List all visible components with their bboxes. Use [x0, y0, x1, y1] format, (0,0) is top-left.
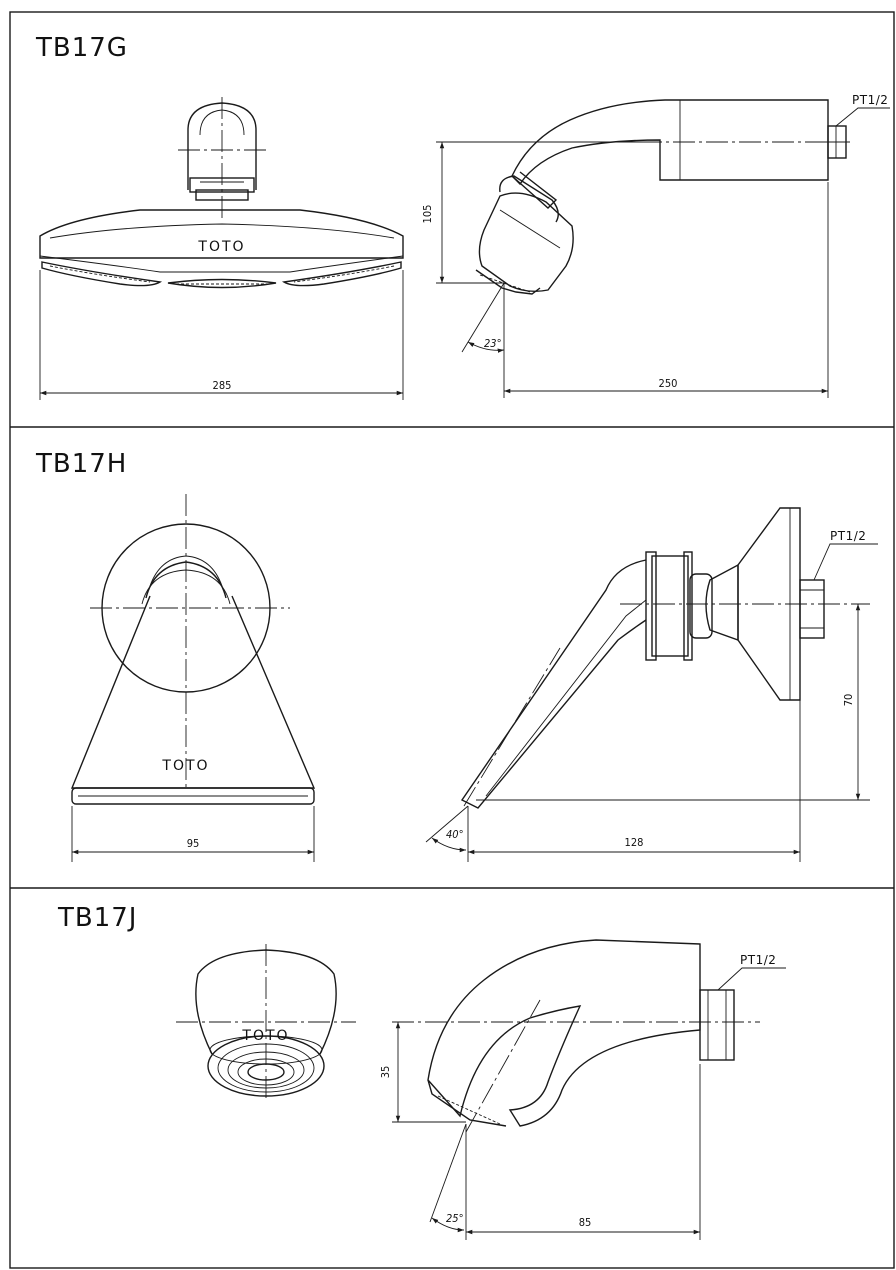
panel-tb17h: TB17H TOTO 95 PT1/2: [35, 449, 878, 862]
dimension-label: 105: [421, 205, 434, 224]
knurled-ring: [651, 555, 689, 657]
thread-label: PT1/2: [852, 93, 888, 107]
sheet-frame: [9, 11, 895, 1269]
model-title: TB17H: [35, 449, 127, 479]
brand-logo-text: TOTO: [241, 1028, 289, 1044]
front-view: TOTO 285: [39, 97, 404, 400]
panel-tb17g: TB17G TOTO 285: [35, 33, 890, 400]
side-view: PT1/2 35 85 25°: [379, 939, 786, 1240]
brand-logo-text: TOTO: [161, 758, 209, 774]
dimension-label: 85: [579, 1216, 592, 1229]
front-view: TOTO 95: [70, 494, 316, 862]
dimension-label: 250: [659, 377, 678, 390]
panel-tb17j: TB17J TOTO PT1/2: [57, 903, 786, 1240]
brand-logo-text: TOTO: [197, 239, 245, 255]
dimension-angle: [431, 837, 467, 853]
dimension-angle: [467, 341, 505, 353]
dimension-label: 95: [187, 837, 200, 850]
dimension-label: 128: [625, 836, 644, 849]
dimension-label: 23°: [484, 337, 502, 350]
dimension-label: 285: [213, 379, 232, 392]
model-title: TB17G: [35, 33, 128, 63]
front-view: TOTO: [176, 944, 356, 1102]
dimension-label: 25°: [446, 1212, 464, 1225]
dimension-label: 70: [842, 694, 855, 707]
side-view: PT1/2 70 128 40°: [425, 507, 878, 862]
model-title: TB17J: [57, 903, 137, 933]
dimension-label: 35: [379, 1066, 392, 1079]
dimension-angle: [431, 1217, 465, 1233]
side-view: PT1/2 105 250 23°: [421, 93, 890, 398]
thread-label: PT1/2: [830, 529, 866, 543]
thread-label: PT1/2: [740, 953, 776, 967]
dimension-label: 40°: [446, 828, 464, 841]
